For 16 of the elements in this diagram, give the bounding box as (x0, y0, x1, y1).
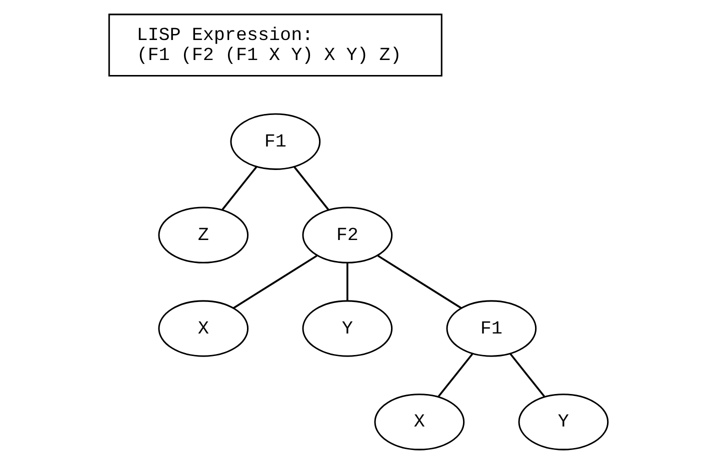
node-ellipse: Z (158, 206, 249, 264)
connector (510, 353, 546, 398)
node-ellipse: Y (302, 300, 393, 357)
node-ellipse: Y (518, 394, 609, 450)
node-box: LISP Expression: (F1 (F2 (F1 X Y) X Y) Z) (108, 14, 442, 76)
connector (294, 166, 330, 210)
connector (346, 262, 348, 301)
node-ellipse: F1 (446, 300, 537, 357)
node-ellipse: F1 (230, 113, 321, 170)
node-ellipse: X (374, 394, 465, 450)
node-ellipse: F2 (302, 206, 393, 264)
connector (222, 166, 258, 210)
node-ellipse: X (158, 300, 249, 357)
connector (232, 254, 318, 309)
connector (377, 254, 462, 309)
connector (438, 353, 474, 398)
